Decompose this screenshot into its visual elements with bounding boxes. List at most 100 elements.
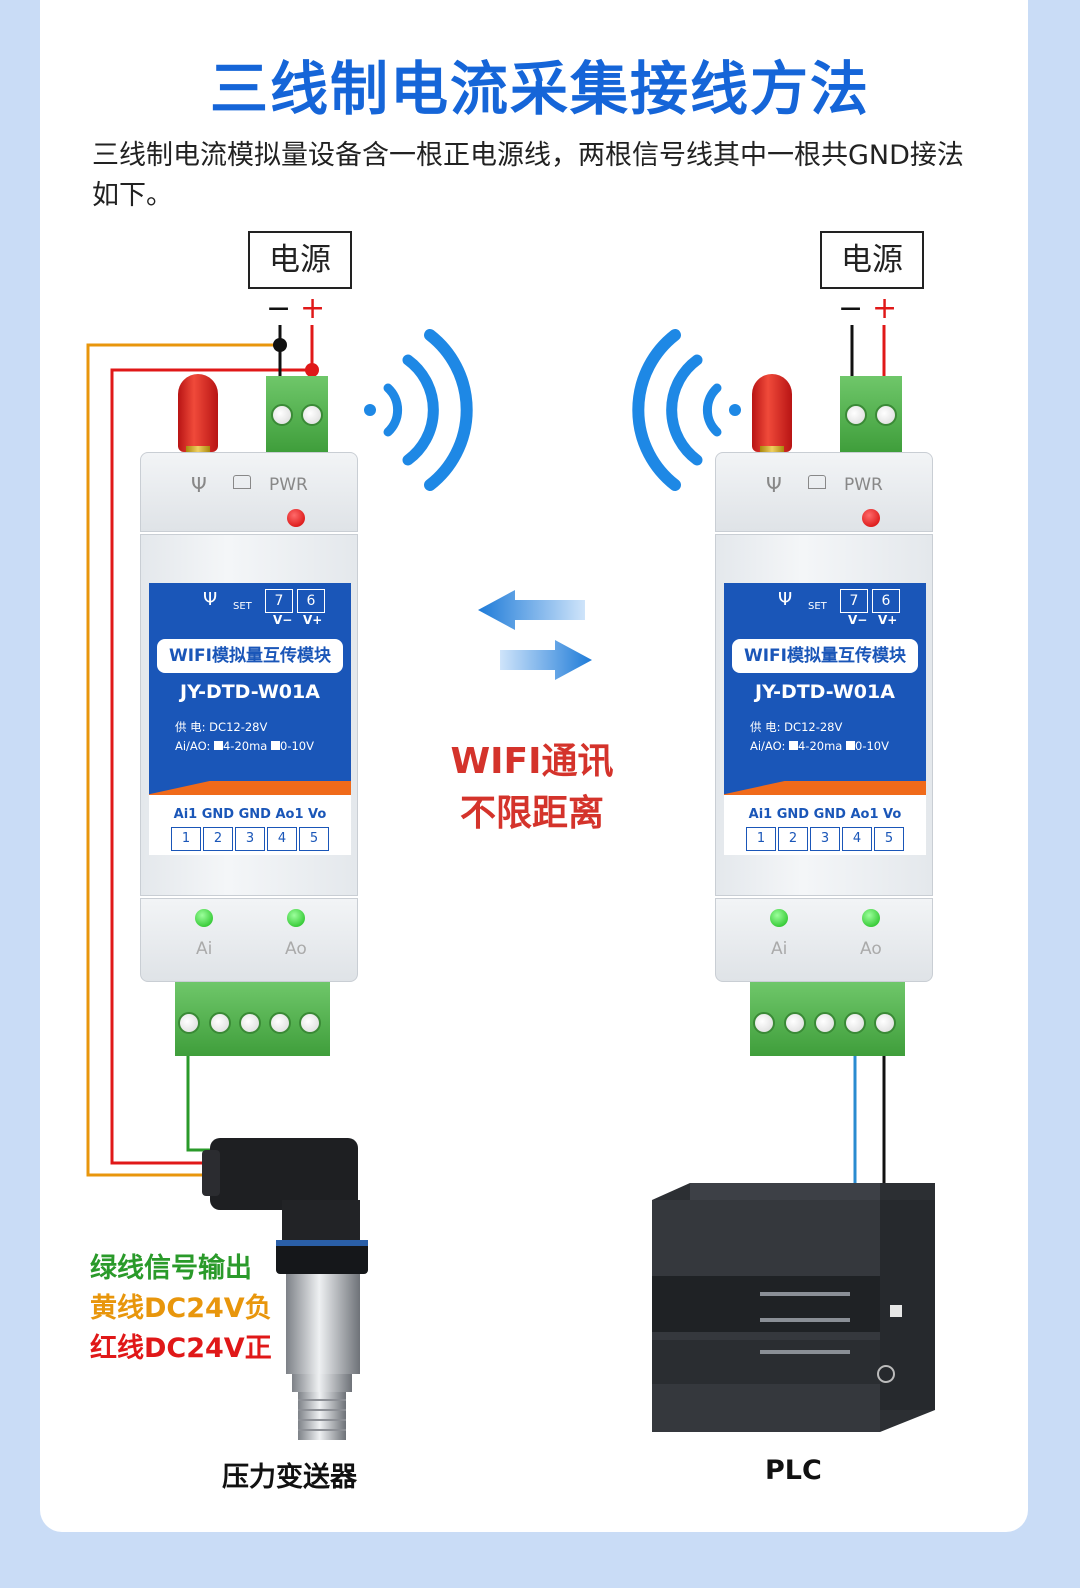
ai-led bbox=[195, 909, 213, 927]
pin-1: 1 bbox=[746, 827, 776, 851]
model-number: JY-DTD-W01A bbox=[755, 681, 895, 703]
set-label: SET bbox=[808, 601, 827, 612]
signal-terminal-right bbox=[750, 982, 905, 1056]
v-minus-label: V− bbox=[273, 613, 293, 627]
pin-3: 3 bbox=[810, 827, 840, 851]
supply-spec: 供 电: DC12-28V bbox=[175, 720, 268, 734]
set-label: SET bbox=[233, 601, 252, 612]
power-supply-right: 电源 bbox=[820, 231, 924, 289]
screw-icon bbox=[844, 1012, 866, 1034]
pressure-transmitter bbox=[202, 1138, 368, 1440]
module-label-panel: Ψ SET 7 6 V− V+ WIFI模拟量互传模块 JY-DTD-W01A … bbox=[724, 583, 926, 855]
antenna-base-left bbox=[186, 446, 210, 456]
screw-icon bbox=[178, 1012, 200, 1034]
module-middle-section: Ψ SET 7 6 V− V+ WIFI模拟量互传模块 JY-DTD-W01A … bbox=[715, 534, 933, 896]
pin-2: 2 bbox=[778, 827, 808, 851]
power-plus-left: + bbox=[300, 291, 326, 326]
power-terminal-right bbox=[840, 376, 902, 452]
model-number: JY-DTD-W01A bbox=[180, 681, 320, 703]
pin-4: 4 bbox=[842, 827, 872, 851]
screw-icon bbox=[875, 404, 897, 426]
green-wire bbox=[186, 1050, 212, 1152]
page-title: 三线制电流采集接线方法 bbox=[209, 55, 870, 123]
ao-led bbox=[287, 909, 305, 927]
ao-led bbox=[862, 909, 880, 927]
plc-caption: PLC bbox=[765, 1455, 822, 1486]
screw-icon bbox=[239, 1012, 261, 1034]
pin-7: 7 bbox=[265, 589, 293, 613]
screw-icon bbox=[209, 1012, 231, 1034]
ai-label: Ai bbox=[196, 939, 213, 959]
pin-1: 1 bbox=[171, 827, 201, 851]
screw-icon bbox=[271, 404, 293, 426]
legend-green: 绿线信号输出 bbox=[90, 1253, 252, 1284]
wifi-comm-text: WIFI通讯 不限距离 bbox=[412, 736, 652, 840]
screw-icon bbox=[753, 1012, 775, 1034]
pin-6: 6 bbox=[872, 589, 900, 613]
transmitter-caption: 压力变送器 bbox=[222, 1462, 357, 1493]
pin-area bbox=[724, 795, 926, 855]
pin-4: 4 bbox=[267, 827, 297, 851]
pwr-led bbox=[287, 509, 305, 527]
pin-labels: Ai1 GND GND Ao1 Vo bbox=[173, 807, 327, 822]
antenna-base-right bbox=[760, 446, 784, 456]
antenna-icon-left bbox=[178, 374, 218, 452]
module-middle-section: Ψ SET 7 6 V− V+ WIFI模拟量互传模块 JY-DTD-W01A … bbox=[140, 534, 358, 896]
pin-2: 2 bbox=[203, 827, 233, 851]
v-plus-label: V+ bbox=[303, 613, 323, 627]
legend-red: 红线DC24V正 bbox=[90, 1333, 272, 1364]
screw-icon bbox=[301, 404, 323, 426]
pwr-label: PWR bbox=[269, 475, 308, 495]
arrow-left-icon bbox=[478, 590, 585, 630]
screw-icon bbox=[299, 1012, 321, 1034]
plc-device bbox=[652, 1183, 935, 1432]
orange-wire bbox=[86, 343, 280, 1177]
pin-3: 3 bbox=[235, 827, 265, 851]
network-icon bbox=[233, 475, 251, 489]
product-name: WIFI模拟量互传模块 bbox=[157, 639, 343, 673]
ao-label: Ao bbox=[285, 939, 307, 959]
pwr-led bbox=[862, 509, 880, 527]
module-top-section: Ψ PWR bbox=[140, 452, 358, 532]
v-plus-label: V+ bbox=[878, 613, 898, 627]
supply-spec: 供 电: DC12-28V bbox=[750, 720, 843, 734]
aio-spec: Ai/AO: 4-20ma 0-10V bbox=[175, 739, 314, 753]
wifi-wave-icon-left bbox=[364, 329, 473, 491]
ao-label: Ao bbox=[860, 939, 882, 959]
junction-red bbox=[305, 363, 319, 377]
junction-black bbox=[273, 338, 287, 352]
pin-labels: Ai1 GND GND Ao1 Vo bbox=[748, 807, 902, 822]
product-name: WIFI模拟量互传模块 bbox=[732, 639, 918, 673]
wifi-module-left: Ψ PWR Ψ SET 7 6 V− V+ WIFI模拟量互传模块 JY-DTD… bbox=[140, 452, 358, 982]
wifi-module-right: Ψ PWR Ψ SET 7 6 V− V+ WIFI模拟量互传模块 JY-DTD… bbox=[715, 452, 933, 982]
ai-led bbox=[770, 909, 788, 927]
aio-spec: Ai/AO: 4-20ma 0-10V bbox=[750, 739, 889, 753]
ai-label: Ai bbox=[771, 939, 788, 959]
module-label-panel: Ψ SET 7 6 V− V+ WIFI模拟量互传模块 JY-DTD-W01A … bbox=[149, 583, 351, 855]
arrow-right-icon bbox=[500, 640, 592, 680]
power-supply-left: 电源 bbox=[248, 231, 352, 289]
pin-area bbox=[149, 795, 351, 855]
wifi-comm-line2: 不限距离 bbox=[459, 793, 604, 834]
antenna-symbol-icon: Ψ bbox=[766, 473, 782, 497]
wifi-wave-icon-right bbox=[632, 329, 741, 491]
power-terminal-left bbox=[266, 376, 328, 452]
antenna-symbol-icon: Ψ bbox=[778, 589, 793, 610]
power-minus-right: − bbox=[838, 291, 864, 326]
pin-5: 5 bbox=[299, 827, 329, 851]
pwr-label: PWR bbox=[844, 475, 883, 495]
screw-icon bbox=[784, 1012, 806, 1034]
screw-icon bbox=[269, 1012, 291, 1034]
power-plus-right: + bbox=[872, 291, 898, 326]
screw-icon bbox=[874, 1012, 896, 1034]
power-minus-left: − bbox=[266, 291, 292, 326]
module-top-section: Ψ PWR bbox=[715, 452, 933, 532]
screw-icon bbox=[814, 1012, 836, 1034]
description-text: 三线制电流模拟量设备含一根正电源线，两根信号线其中一根共GND接法如下。 bbox=[92, 140, 964, 211]
network-icon bbox=[808, 475, 826, 489]
module-bottom-section: Ai Ao bbox=[140, 898, 358, 982]
pin-5: 5 bbox=[874, 827, 904, 851]
antenna-symbol-icon: Ψ bbox=[191, 473, 207, 497]
antenna-symbol-icon: Ψ bbox=[203, 589, 218, 610]
